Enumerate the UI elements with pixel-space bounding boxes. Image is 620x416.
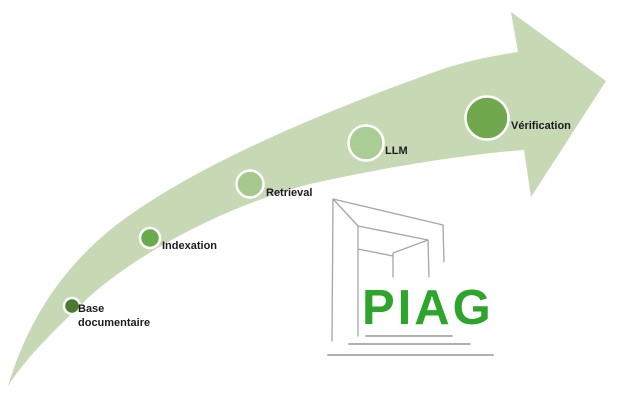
wireframe-right-inner-line bbox=[427, 239, 430, 278]
step-label-retrieval: Retrieval bbox=[266, 187, 313, 199]
wireframe-top-inner-line bbox=[357, 225, 429, 241]
step-circle-llm bbox=[347, 124, 385, 162]
step-circle-indexation bbox=[138, 226, 162, 250]
step-circle-verification bbox=[464, 95, 510, 141]
step-circle-retrieval bbox=[235, 169, 265, 199]
step-circle-base-documentaire bbox=[62, 296, 82, 316]
wireframe-left-face-line bbox=[357, 248, 394, 257]
wireframe-left-outer-line bbox=[331, 198, 334, 342]
step-label-verification: Vérification bbox=[511, 120, 571, 132]
wireframe-right-outer-line bbox=[442, 224, 445, 263]
arch-wireframe-icon bbox=[327, 198, 494, 356]
growth-arrow-shape bbox=[8, 12, 606, 386]
wireframe-underside-line bbox=[392, 239, 429, 254]
step-label-llm: LLM bbox=[385, 145, 408, 157]
wireframe-top-outer-line bbox=[332, 198, 444, 226]
wireframe-apex-bevel-line bbox=[332, 198, 359, 227]
piag-logo-text: PIAG bbox=[362, 281, 494, 335]
step-label-indexation: Indexation bbox=[162, 240, 218, 252]
step-label-base-documentaire: Base documentaire bbox=[78, 303, 151, 329]
